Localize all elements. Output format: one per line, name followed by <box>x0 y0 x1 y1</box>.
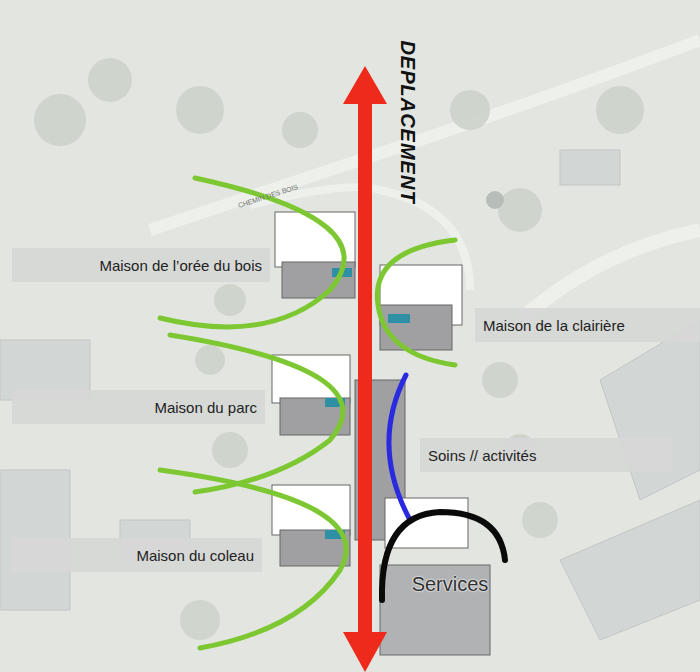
label-box: Maison du parc <box>12 390 265 424</box>
building-name: Maison du parc <box>154 399 257 416</box>
label-box: Maison de la clairière <box>475 308 700 342</box>
road-name: CHEMIN DES BOIS <box>237 183 299 209</box>
building-name: Maison de l’orée du bois <box>99 257 262 274</box>
label-box: Maison du coleau <box>12 538 262 572</box>
label-box: Soins // activités <box>420 438 672 472</box>
label-box: Maison de l’orée du bois <box>12 248 270 282</box>
building-name: Maison du coleau <box>136 547 254 564</box>
services-label: Services <box>412 573 489 596</box>
building-name: Soins // activités <box>428 447 536 464</box>
building-name: Maison de la clairière <box>483 317 625 334</box>
movement-label: DEPLACEMENT <box>396 40 419 203</box>
